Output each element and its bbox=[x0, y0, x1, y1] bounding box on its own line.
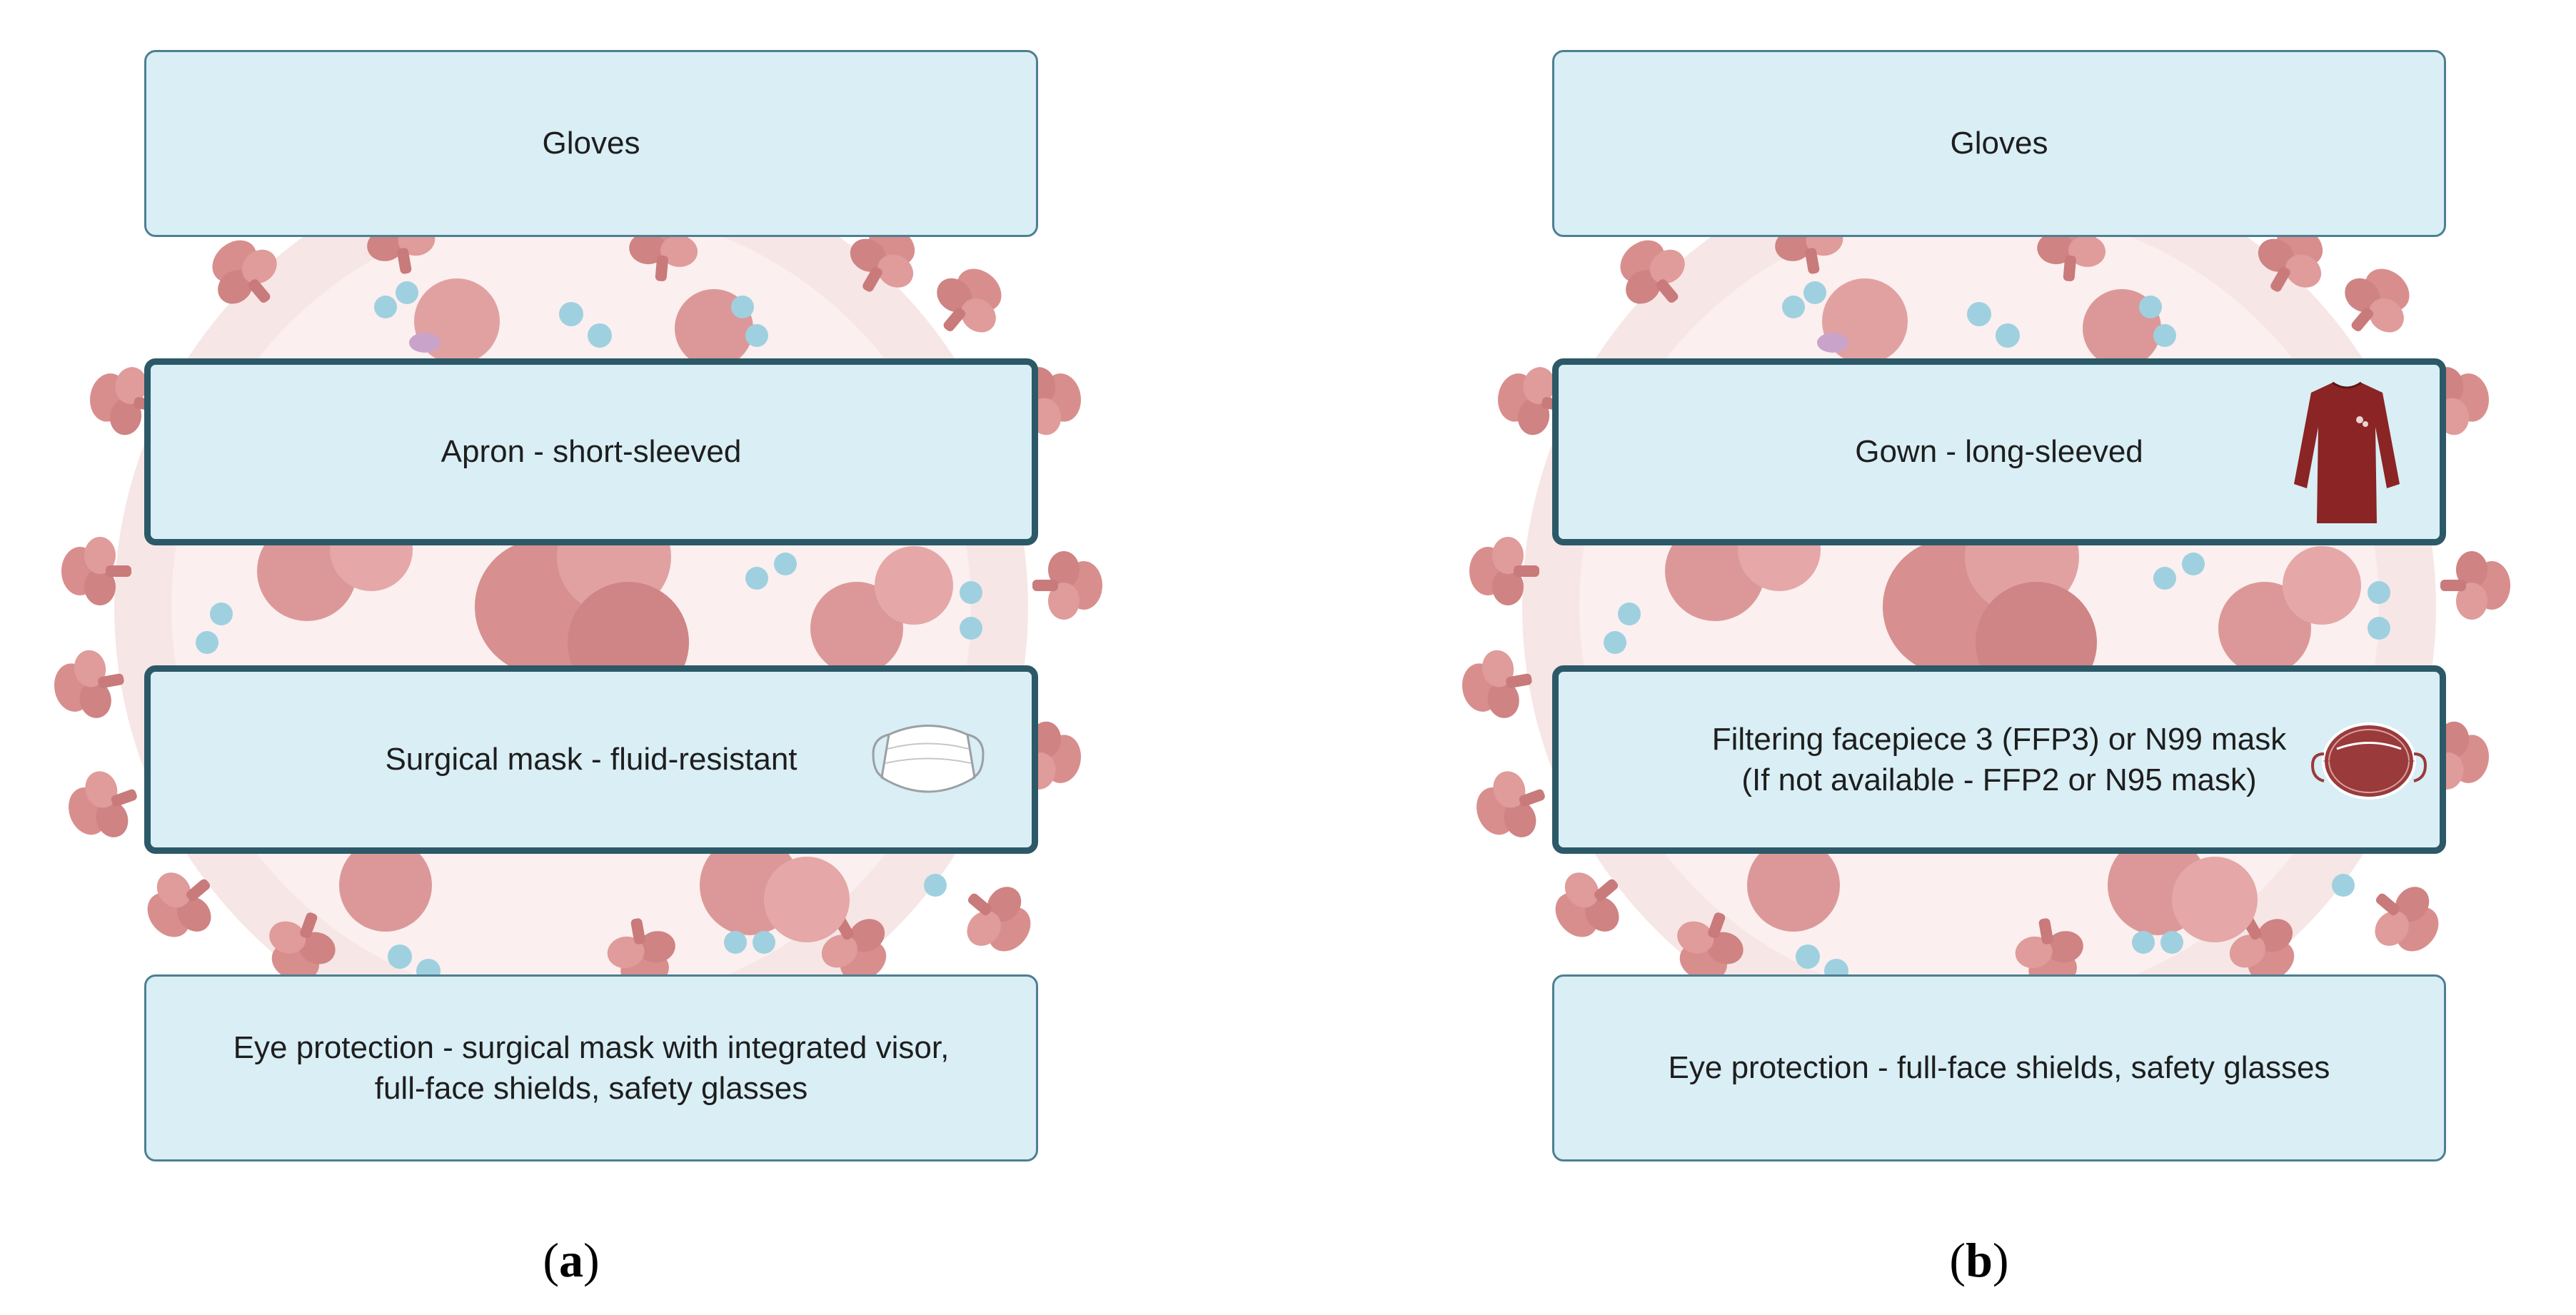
panel-a-caption: (a) bbox=[0, 1228, 1142, 1292]
gloves-label: Gloves bbox=[1950, 126, 2048, 161]
caption-open-paren: ( bbox=[1949, 1233, 1966, 1287]
panel-b: Gloves Gown - long-sleeved Filtering fac… bbox=[1408, 0, 2550, 1315]
eye-protection-box: Eye protection - surgical mask with inte… bbox=[144, 974, 1038, 1162]
eye-protection-box: Eye protection - full-face shields, safe… bbox=[1552, 974, 2446, 1162]
apron-box: Apron - short-sleeved bbox=[144, 358, 1038, 545]
gloves-label: Gloves bbox=[542, 126, 640, 161]
panel-b-caption: (b) bbox=[1408, 1228, 2550, 1292]
respirator-mask-box: Filtering facepiece 3 (FFP3) or N99 mask… bbox=[1552, 665, 2446, 854]
gown-label: Gown - long-sleeved bbox=[1855, 434, 2143, 470]
panel-a: Gloves Apron - short-sleeved Surgical ma… bbox=[0, 0, 1142, 1315]
caption-letter: b bbox=[1966, 1233, 1993, 1287]
respirator-mask-icon bbox=[2310, 722, 2427, 800]
gown-icon bbox=[2294, 381, 2400, 523]
surgical-mask-box: Surgical mask - fluid-resistant bbox=[144, 665, 1038, 854]
gloves-box: Gloves bbox=[144, 50, 1038, 237]
caption-letter: a bbox=[559, 1233, 583, 1287]
caption-close-paren: ) bbox=[583, 1233, 600, 1287]
caption-close-paren: ) bbox=[1992, 1233, 2009, 1287]
surgical-mask-label: Surgical mask - fluid-resistant bbox=[385, 742, 798, 777]
apron-label: Apron - short-sleeved bbox=[441, 434, 742, 470]
eye-protection-label: Eye protection - full-face shields, safe… bbox=[1668, 1050, 2330, 1086]
gown-box: Gown - long-sleeved bbox=[1552, 358, 2446, 545]
respirator-mask-label: Filtering facepiece 3 (FFP3) or N99 mask… bbox=[1711, 721, 2287, 797]
gloves-box: Gloves bbox=[1552, 50, 2446, 237]
surgical-mask-icon bbox=[872, 725, 985, 793]
eye-protection-label: Eye protection - surgical mask with inte… bbox=[233, 1029, 950, 1106]
caption-open-paren: ( bbox=[543, 1233, 559, 1287]
